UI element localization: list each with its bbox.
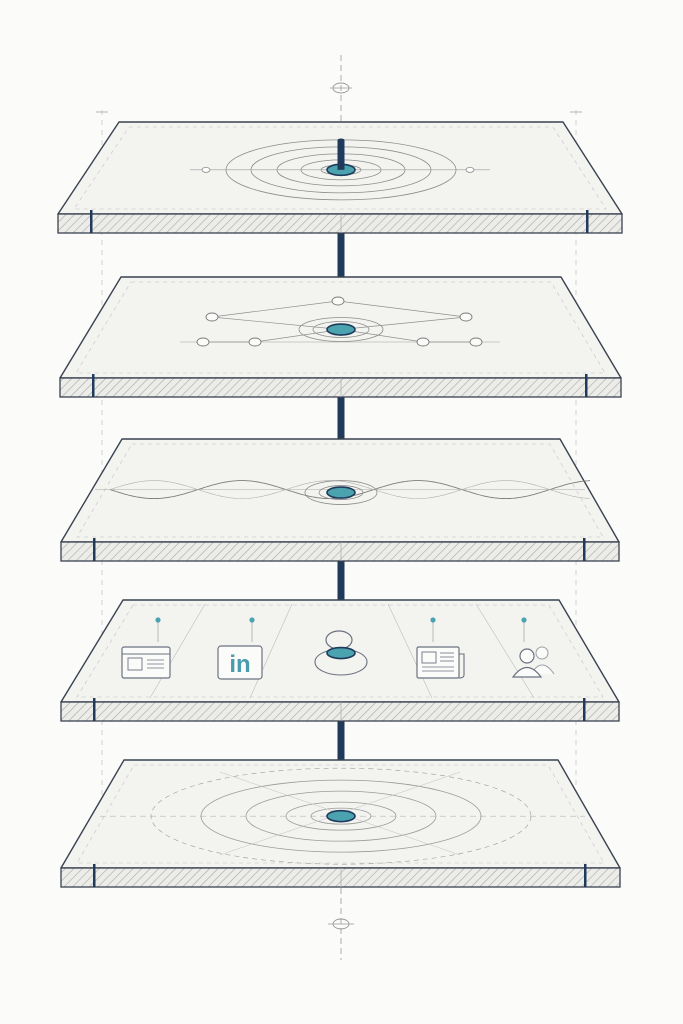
left-bracket (93, 864, 96, 887)
ring (298, 317, 384, 342)
column-divider (475, 603, 535, 699)
network-edge (337, 300, 467, 318)
ring (318, 485, 364, 500)
left-bracket (93, 698, 96, 721)
layer-plate-3 (60, 438, 620, 562)
layer-plate-1 (57, 121, 623, 234)
center-axis-rod (337, 214, 345, 817)
plate-front-edge (57, 213, 623, 234)
layer-plate-4: in (60, 599, 620, 722)
right-bracket (586, 210, 589, 233)
layer-plate-5 (60, 759, 621, 888)
axis-rod-cap (337, 138, 345, 142)
browser-frame (121, 646, 171, 679)
right-bracket (583, 698, 586, 721)
person-back-head (535, 646, 549, 660)
person-front-head (519, 648, 535, 664)
plate-inner-guide (76, 764, 605, 864)
plate-front-edge (60, 867, 621, 888)
column-divider (387, 603, 433, 699)
network-node-icon (205, 312, 219, 322)
column-divider (149, 603, 206, 699)
network-node-icon (469, 337, 483, 347)
browser-block (127, 657, 143, 671)
newspaper-fold (458, 653, 465, 679)
ring (312, 321, 370, 338)
axis-rod-top (337, 140, 345, 170)
plate-front-edge (59, 377, 622, 398)
plate-front-edge (60, 541, 620, 562)
plate-inner-guide (75, 281, 606, 374)
right-bracket (583, 538, 586, 561)
linkedin-icon: in (217, 617, 263, 680)
axis-rod-segment (337, 214, 345, 330)
left-bracket (92, 374, 95, 397)
right-bracket (584, 864, 587, 887)
browser-window-icon (121, 617, 171, 679)
pin-dot (155, 617, 161, 623)
axis-hub (326, 646, 356, 660)
axis-rod-segment (337, 378, 345, 493)
newspaper-photo (421, 651, 437, 664)
axis-hub (326, 486, 356, 499)
axis-rod-segment (337, 542, 345, 654)
network-node-icon (248, 337, 262, 347)
network-edge (340, 316, 467, 330)
plate-front-edge (60, 701, 620, 722)
network-node-icon (196, 337, 210, 347)
wave-line-secondary (109, 480, 591, 499)
axis-rod-segment (337, 702, 345, 817)
ring (304, 480, 378, 505)
axis-hub (326, 809, 356, 823)
pin-dot (521, 617, 527, 623)
left-bracket (93, 538, 96, 561)
network-node-icon (416, 337, 430, 347)
layers: in (57, 121, 623, 888)
plate-inner-guide (76, 604, 604, 698)
plate-inner-guide (73, 126, 607, 210)
node-icon (465, 166, 475, 173)
linkedin-label: in (229, 651, 250, 678)
people-icon (511, 617, 555, 678)
network-node-icon (331, 296, 345, 306)
axis-hub (326, 323, 356, 336)
network-node-icon (459, 312, 473, 322)
newspaper-frame (416, 646, 460, 679)
pin-dot (430, 617, 436, 623)
column-divider (249, 603, 293, 699)
linkedin-frame (217, 645, 263, 680)
person-front-body (511, 666, 543, 678)
right-bracket (585, 374, 588, 397)
newspaper-icon (416, 617, 465, 679)
network-edge (254, 329, 342, 343)
pin-dot (249, 617, 255, 623)
node-icon (201, 166, 211, 173)
layer-plate-2 (59, 276, 622, 398)
network-edge (211, 316, 342, 330)
left-bracket (90, 210, 93, 233)
network-edge (211, 300, 339, 318)
